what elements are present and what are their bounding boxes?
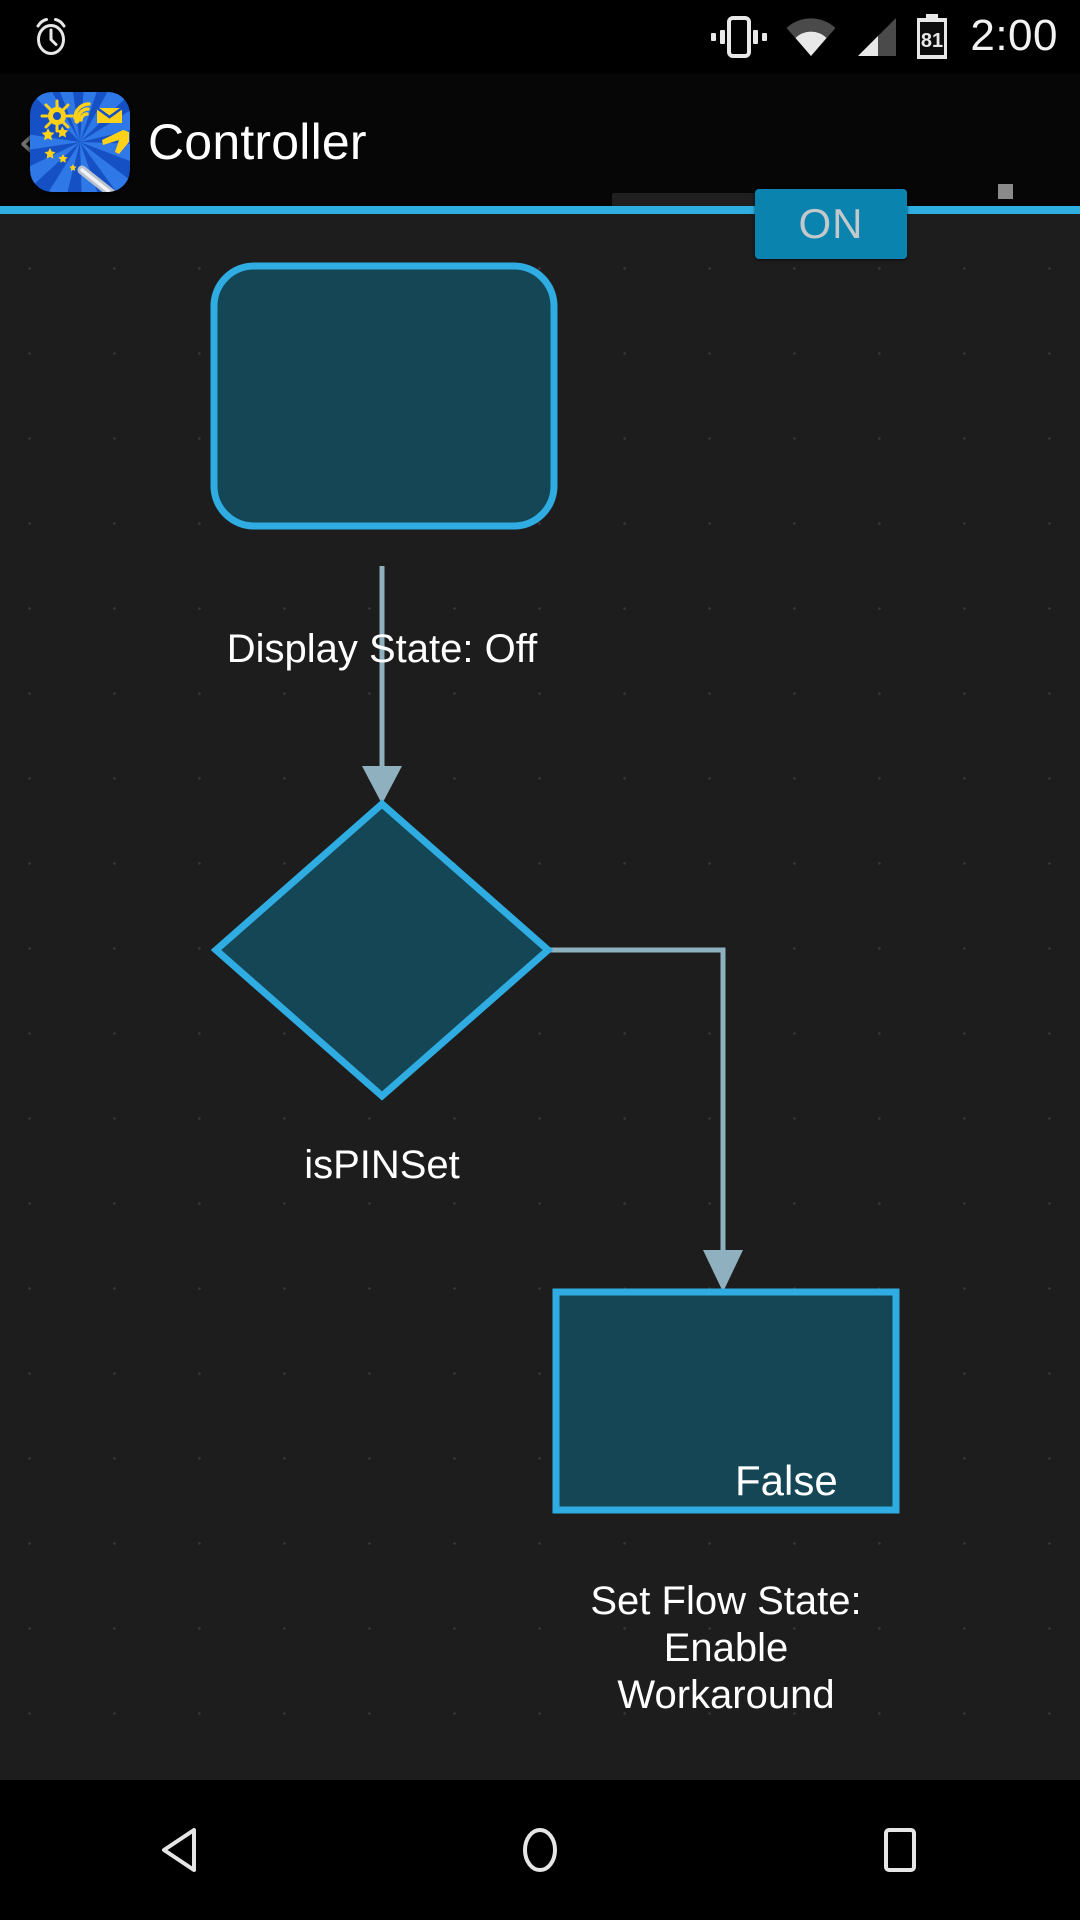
home-nav-icon[interactable]: [450, 1780, 630, 1920]
wifi-icon: [786, 18, 836, 56]
alarm-clock-icon: [36, 18, 66, 55]
recents-nav-icon[interactable]: [810, 1780, 990, 1920]
flow-node-display-state[interactable]: [210, 262, 558, 530]
flow-enable-toggle[interactable]: ON: [612, 189, 907, 259]
status-icons-group: 81 2:00: [710, 0, 1058, 74]
flow-canvas[interactable]: Display State: Off isPINSet Set Flow Sta…: [0, 214, 1080, 1780]
action-bar: ‹: [0, 74, 1080, 264]
toggle-thumb-on[interactable]: ON: [755, 189, 907, 259]
edge-display-to-decision: [362, 566, 402, 804]
cellular-signal-icon: [858, 18, 897, 56]
back-nav-icon[interactable]: [90, 1780, 270, 1920]
android-nav-bar: [0, 1780, 1080, 1920]
vibrate-icon: [711, 16, 768, 58]
edge-decision-to-action: [548, 947, 743, 1292]
flow-node-is-pin-set[interactable]: [210, 799, 554, 1101]
battery-level-text: 81: [921, 30, 943, 52]
overflow-dot: [997, 184, 1013, 199]
status-bar-clock: 2:00: [970, 11, 1058, 60]
action-bar-accent-underline: [0, 206, 1080, 214]
battery-icon: 81: [917, 14, 948, 59]
page-title: Controller: [148, 114, 367, 170]
app-launcher-icon: [30, 92, 130, 192]
flow-node-set-flow-state[interactable]: [552, 1288, 900, 1514]
status-bar: 81 2:00: [0, 0, 1080, 74]
